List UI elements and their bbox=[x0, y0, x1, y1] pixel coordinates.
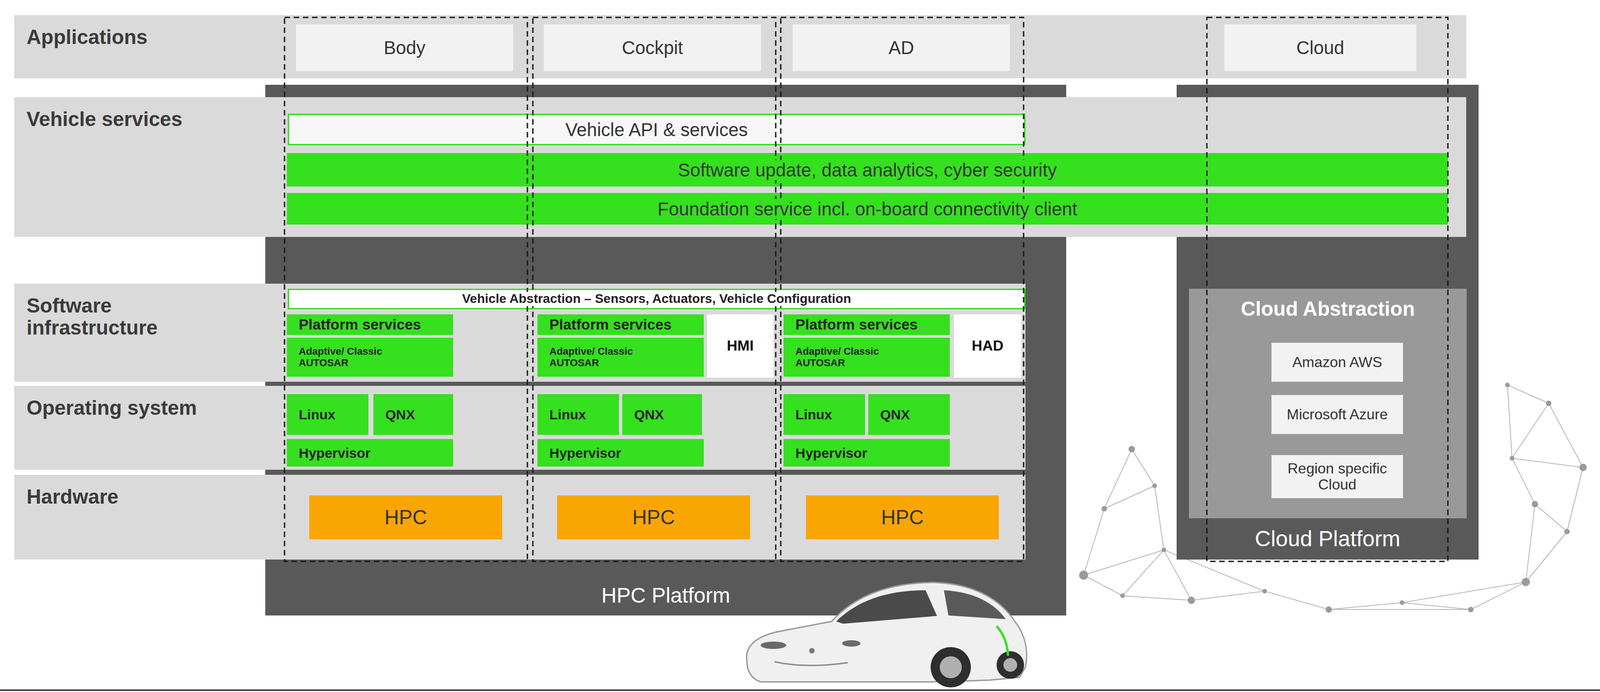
layer-label: Applications bbox=[24, 26, 150, 49]
box-label: Platform services bbox=[793, 316, 920, 333]
hardware-box: HPC bbox=[309, 495, 503, 540]
box-label: Foundation service incl. on-board connec… bbox=[655, 198, 1080, 220]
autosar-box: Adaptive/ Classic AUTOSAR bbox=[783, 337, 950, 377]
box-label: Vehicle Abstraction – Sensors, Actuators… bbox=[460, 291, 853, 307]
application-box: Body bbox=[295, 24, 514, 72]
box-label: QNX bbox=[632, 406, 666, 422]
os-box: QNX bbox=[622, 394, 702, 435]
box-label: Platform services bbox=[547, 316, 674, 333]
box-label: Body bbox=[381, 37, 428, 58]
box-label: QNX bbox=[383, 406, 417, 422]
hypervisor-box: Hypervisor bbox=[783, 438, 950, 467]
cloud-abstraction-box: Cloud AbstractionAmazon AWS Microsoft Azu… bbox=[1189, 288, 1467, 519]
abstraction-bar: Vehicle Abstraction – Sensors, Actuators… bbox=[287, 288, 1026, 310]
box-label: Hypervisor bbox=[296, 445, 373, 461]
box-label: Cloud bbox=[1294, 37, 1347, 58]
os-box: Linux bbox=[286, 394, 369, 435]
box-label: Platform services bbox=[296, 316, 423, 333]
ground-line bbox=[0, 689, 1600, 691]
box-label: HAD bbox=[969, 337, 1006, 354]
autosar-box: Adaptive/ Classic AUTOSAR bbox=[537, 337, 704, 377]
box-label: Adaptive/ Classic AUTOSAR bbox=[547, 345, 637, 368]
service-bar: Foundation service incl. on-board connec… bbox=[286, 192, 1448, 225]
car-illustration bbox=[746, 582, 1027, 688]
layer-label: Software infrastructure bbox=[24, 294, 241, 340]
cloud-provider-box: Microsoft Azure bbox=[1271, 394, 1403, 434]
box-label: Region specific Cloud bbox=[1276, 460, 1399, 493]
box-label: Linux bbox=[296, 406, 338, 422]
os-box: QNX bbox=[373, 394, 454, 435]
layer-band: Applications Body Cockpit AD Cloud bbox=[14, 15, 1467, 79]
box-label: HPC bbox=[879, 506, 926, 529]
os-box: QNX bbox=[868, 394, 950, 435]
layer-label: Hardware bbox=[24, 485, 121, 508]
box-label: Adaptive/ Classic AUTOSAR bbox=[793, 345, 883, 368]
box-label: Cloud Platform bbox=[1253, 526, 1403, 552]
layer-band: Vehicle services Vehicle API & servicesSo… bbox=[14, 97, 1467, 237]
box-label: Linux bbox=[547, 406, 588, 422]
hypervisor-box: Hypervisor bbox=[286, 438, 454, 467]
application-box: Cloud bbox=[1224, 24, 1417, 72]
hypervisor-box: Hypervisor bbox=[537, 438, 704, 467]
platform-services-box: Platform services bbox=[537, 314, 704, 335]
platform-services-box: Platform services bbox=[783, 314, 950, 335]
layer-band: Software infrastructure Vehicle Abstracti… bbox=[14, 283, 1026, 382]
function-box: HAD bbox=[953, 314, 1022, 378]
box-label: Hypervisor bbox=[547, 445, 624, 461]
column-outline bbox=[532, 17, 776, 562]
box-label: Adaptive/ Classic AUTOSAR bbox=[296, 345, 387, 368]
os-box: Linux bbox=[537, 394, 620, 435]
cloud-provider-box: Region specific Cloud bbox=[1271, 454, 1403, 499]
platform-services-box: Platform services bbox=[286, 314, 454, 335]
application-box: AD bbox=[792, 24, 1010, 72]
box-label: AD bbox=[886, 37, 916, 58]
box-label: HPC bbox=[382, 506, 429, 529]
box-label: Vehicle API & services bbox=[563, 119, 750, 140]
column-outline bbox=[284, 17, 528, 562]
layer-band: Operating system Linux QNX Hypervisor Linux Q… bbox=[14, 385, 1026, 470]
layer-label: Operating system bbox=[24, 396, 199, 419]
box-label: HMI bbox=[724, 337, 756, 354]
os-box: Linux bbox=[783, 394, 866, 435]
box-label: Hypervisor bbox=[793, 445, 870, 461]
box-label: Software update, data analytics, cyber s… bbox=[675, 159, 1059, 181]
column-outline bbox=[780, 17, 1024, 562]
hardware-box: HPC bbox=[805, 495, 999, 540]
cloud-provider-box: Amazon AWS bbox=[1271, 342, 1403, 382]
column-outline bbox=[1206, 17, 1448, 562]
application-box: Cockpit bbox=[543, 24, 762, 72]
autosar-box: Adaptive/ Classic AUTOSAR bbox=[286, 337, 454, 377]
box-label: Amazon AWS bbox=[1290, 354, 1384, 371]
box-label: Cloud Abstraction bbox=[1238, 297, 1417, 320]
service-bar: Software update, data analytics, cyber s… bbox=[286, 153, 1448, 187]
box-label: Linux bbox=[793, 406, 834, 422]
box-label: HPC bbox=[630, 506, 677, 529]
box-label: Microsoft Azure bbox=[1284, 406, 1390, 423]
service-bar: Vehicle API & services bbox=[287, 113, 1026, 146]
box-label: QNX bbox=[878, 406, 912, 422]
box-label: HPC Platform bbox=[599, 583, 732, 608]
layer-band: HardwareHPC HPC HPC bbox=[14, 474, 1026, 560]
hardware-box: HPC bbox=[557, 495, 751, 540]
box-label: Cockpit bbox=[619, 37, 685, 58]
layer-label: Vehicle services bbox=[24, 108, 185, 131]
function-box: HMI bbox=[706, 314, 774, 378]
